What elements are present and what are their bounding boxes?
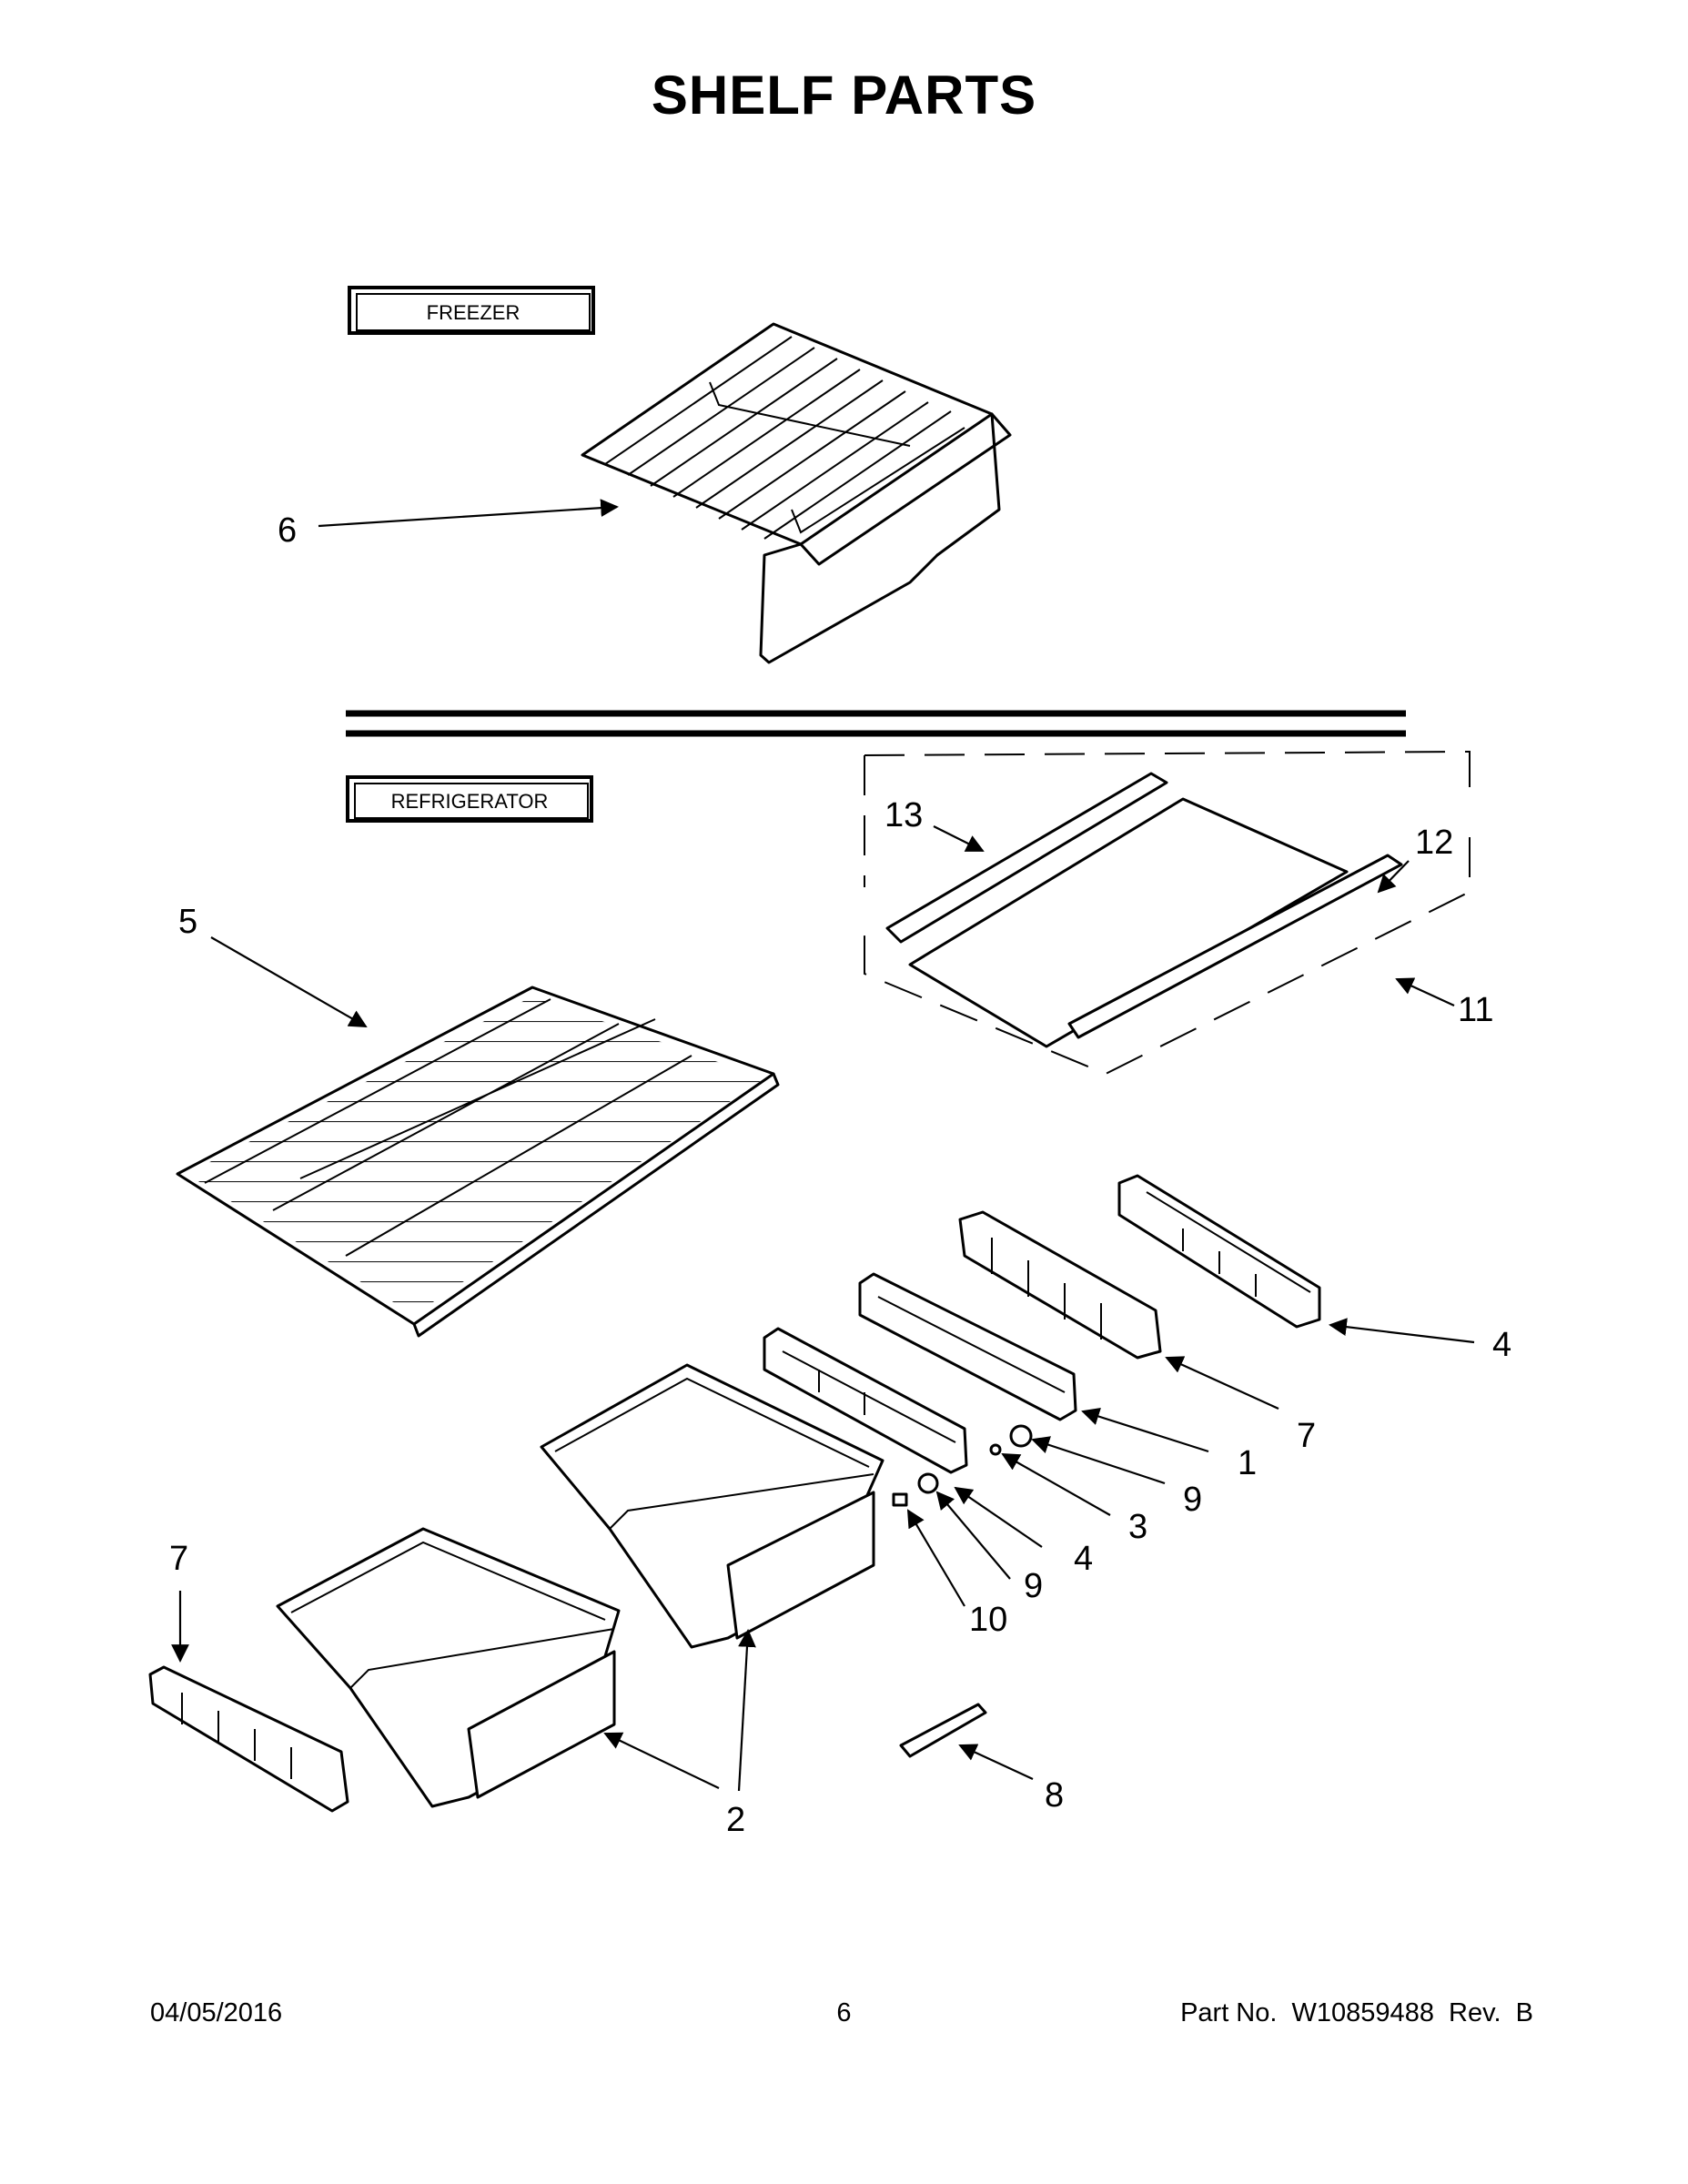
callout-10: 10	[969, 1601, 1007, 1639]
footer-date: 04/05/2016	[150, 1998, 283, 2027]
callout-2: 2	[726, 1801, 745, 1839]
crisper-drawer-left	[276, 1527, 621, 1808]
crisper-cover-frame-left	[763, 1327, 968, 1474]
refrigerator-label: REFRIGERATOR	[346, 775, 593, 823]
page-title: SHELF PARTS	[651, 65, 1037, 126]
crisper-cover-frame-right	[1117, 1174, 1321, 1329]
shelf-clip	[899, 1703, 987, 1758]
callout-6: 6	[278, 511, 297, 550]
callout-1: 1	[1238, 1444, 1257, 1482]
callout-7-left: 7	[169, 1540, 188, 1578]
callout-12: 12	[1415, 824, 1453, 862]
callout-4-right: 4	[1492, 1326, 1511, 1364]
section-divider	[346, 710, 1406, 737]
callout-9-lower: 9	[1024, 1567, 1043, 1605]
callout-4-lower: 4	[1074, 1540, 1093, 1578]
freezer-label-text: FREEZER	[427, 301, 521, 324]
small-hardware	[892, 1424, 1033, 1507]
refrigerator-wire-shelf	[176, 986, 780, 1338]
crisper-support-left	[148, 1665, 349, 1813]
callout-7-right: 7	[1297, 1417, 1316, 1455]
glass-shelf-assembly	[864, 750, 1471, 1076]
callout-3: 3	[1128, 1508, 1147, 1546]
refrigerator-label-text: REFRIGERATOR	[391, 790, 549, 813]
freezer-wire-shelf	[581, 322, 1012, 664]
callout-5: 5	[178, 903, 197, 941]
callout-13: 13	[884, 796, 923, 834]
crisper-rail-center	[858, 1272, 1077, 1421]
freezer-label: FREEZER	[348, 286, 595, 335]
leader-lines	[171, 499, 1475, 1792]
callout-numbers: 6 13 12 5 11 4 7 1 9 3 4 9 10 7 2 8	[169, 511, 1511, 1839]
callout-8: 8	[1045, 1776, 1064, 1815]
callout-9-upper: 9	[1183, 1481, 1202, 1519]
footer-part-number: Part No. W10859488 Rev. B	[1180, 1998, 1533, 2027]
footer-page-number: 6	[836, 1998, 852, 2027]
crisper-support-right	[958, 1210, 1162, 1360]
crisper-drawer-right	[540, 1363, 884, 1649]
callout-11: 11	[1458, 991, 1493, 1029]
